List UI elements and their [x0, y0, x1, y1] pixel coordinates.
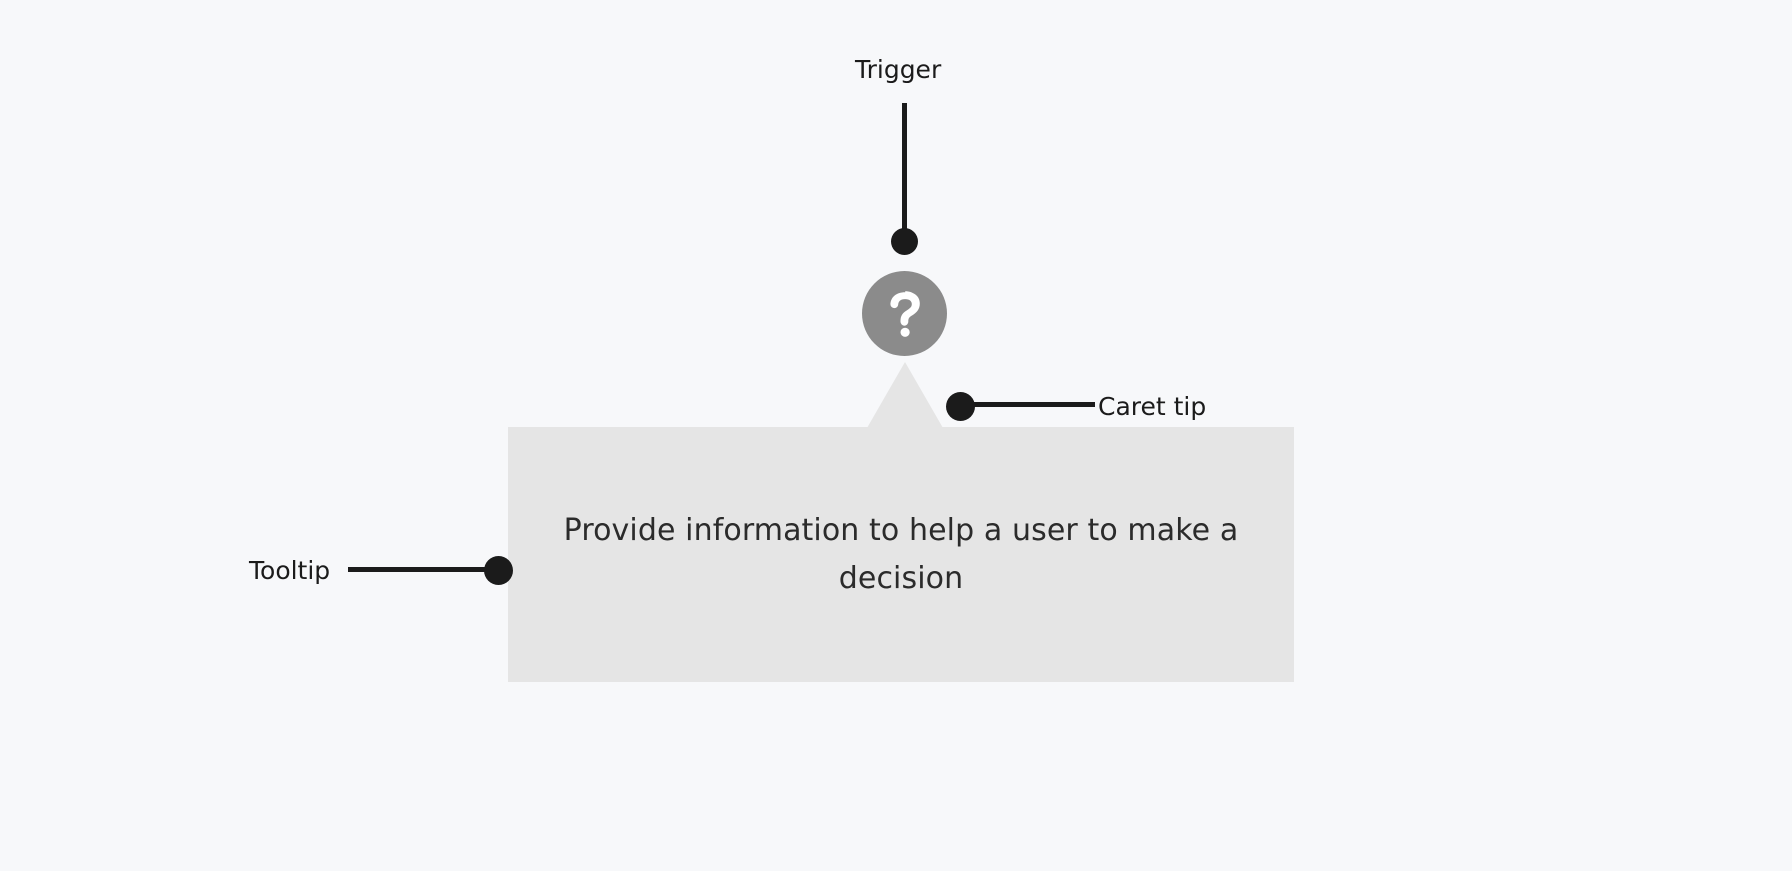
annotation-label-tooltip: Tooltip: [249, 556, 331, 585]
annotation-leader-line-trigger: [902, 103, 907, 243]
tooltip-surface: Provide information to help a user to ma…: [508, 427, 1294, 682]
annotation-label-trigger: Trigger: [855, 55, 942, 84]
annotation-leader-line-caret-tip: [968, 402, 1095, 407]
question-mark-circle-icon[interactable]: [862, 271, 947, 356]
annotation-leader-line-tooltip: [348, 567, 493, 572]
tooltip-body-text: Provide information to help a user to ma…: [563, 512, 1239, 596]
annotation-label-caret-tip: Caret tip: [1098, 392, 1207, 421]
tooltip-caret: [867, 362, 943, 428]
question-mark-glyph: [889, 290, 920, 337]
annotation-dot-trigger: [891, 228, 918, 255]
